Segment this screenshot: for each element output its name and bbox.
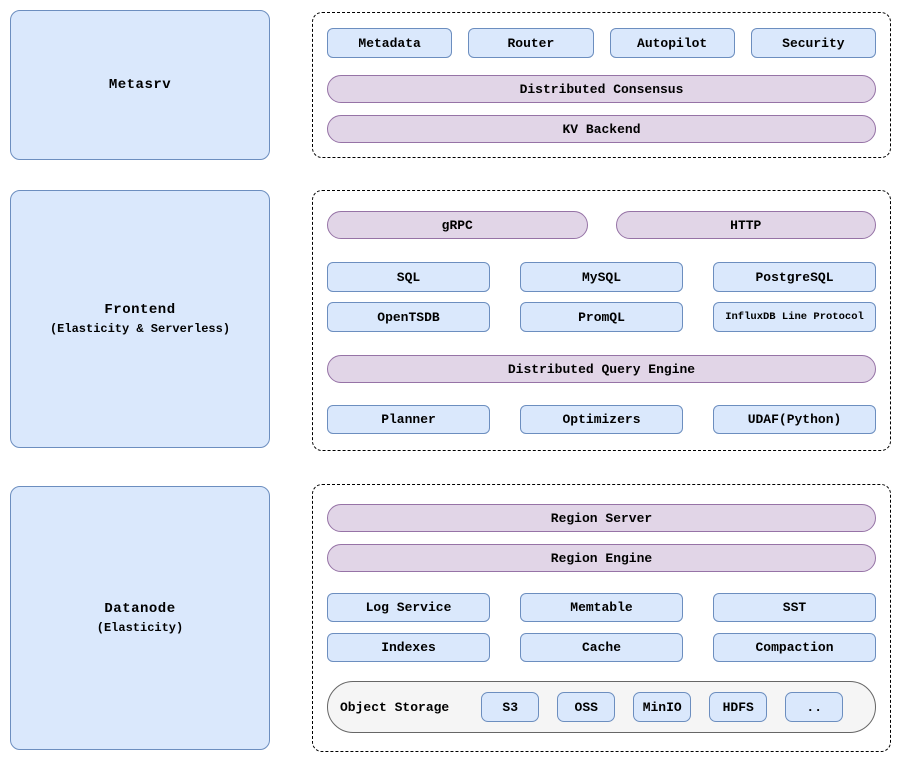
component-cache: Cache	[520, 633, 683, 662]
object-storage-container: Object Storage S3 OSS MinIO HDFS ..	[327, 681, 876, 733]
frontend-title: Frontend	[104, 302, 176, 318]
protocol-influxdb-line-protocol: InfluxDB Line Protocol	[713, 302, 876, 332]
datanode-node: Datanode (Elasticity)	[10, 486, 270, 750]
region-engine-pill: Region Engine	[327, 544, 876, 572]
protocol-postgresql: PostgreSQL	[713, 262, 876, 292]
grpc-pill: gRPC	[327, 211, 588, 239]
metasrv-chip-router: Router	[468, 28, 594, 58]
protocol-sql: SQL	[327, 262, 490, 292]
object-storage-label: Object Storage	[340, 699, 450, 715]
metasrv-title: Metasrv	[108, 77, 172, 93]
frontend-panel: gRPC HTTP SQL MySQL PostgreSQL OpenTSDB …	[312, 190, 891, 451]
frontend-protocol-grid: SQL MySQL PostgreSQL OpenTSDB PromQL Inf…	[327, 262, 876, 332]
region-server-pill: Region Server	[327, 504, 876, 532]
metasrv-chip-row: Metadata Router Autopilot Security	[327, 28, 876, 58]
component-indexes: Indexes	[327, 633, 490, 662]
datanode-subtitle: (Elasticity)	[96, 621, 184, 635]
engine-optimizers: Optimizers	[520, 405, 683, 434]
datanode-component-grid: Log Service Memtable SST Indexes Cache C…	[327, 593, 876, 662]
distributed-consensus-pill: Distributed Consensus	[327, 75, 876, 103]
datanode-panel: Region Server Region Engine Log Service …	[312, 484, 891, 752]
frontend-subtitle: (Elasticity & Serverless)	[49, 322, 231, 336]
distributed-query-engine-pill: Distributed Query Engine	[327, 355, 876, 383]
http-pill: HTTP	[615, 211, 876, 239]
engine-planner: Planner	[327, 405, 490, 434]
storage-s3: S3	[481, 692, 540, 722]
storage-hdfs: HDFS	[709, 692, 768, 722]
component-sst: SST	[713, 593, 876, 622]
storage-oss: OSS	[557, 692, 616, 722]
metasrv-chip-metadata: Metadata	[327, 28, 453, 58]
storage-more: ..	[785, 692, 844, 722]
protocol-mysql: MySQL	[520, 262, 683, 292]
frontend-engine-grid: Planner Optimizers UDAF(Python)	[327, 405, 876, 434]
metasrv-panel: Metadata Router Autopilot Security Distr…	[312, 12, 891, 158]
datanode-title: Datanode	[104, 601, 176, 617]
component-log-service: Log Service	[327, 593, 490, 622]
protocol-promql: PromQL	[520, 302, 683, 332]
frontend-node: Frontend (Elasticity & Serverless)	[10, 190, 270, 448]
metasrv-chip-security: Security	[750, 28, 876, 58]
engine-udaf: UDAF(Python)	[713, 405, 876, 434]
protocol-opentsdb: OpenTSDB	[327, 302, 490, 332]
metasrv-node: Metasrv	[10, 10, 270, 160]
storage-minio: MinIO	[633, 692, 692, 722]
kv-backend-pill: KV Backend	[327, 115, 876, 143]
frontend-transport-row: gRPC HTTP	[327, 211, 876, 239]
metasrv-chip-autopilot: Autopilot	[609, 28, 735, 58]
component-memtable: Memtable	[520, 593, 683, 622]
component-compaction: Compaction	[713, 633, 876, 662]
